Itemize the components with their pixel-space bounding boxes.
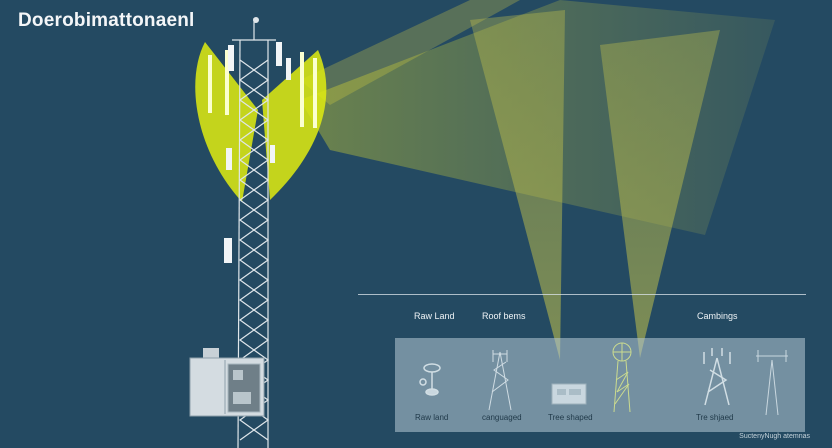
antenna-panel: [224, 238, 232, 263]
tower-types-panel: [395, 338, 805, 432]
coverage-beams: [300, 0, 775, 360]
equipment-cabinet: [189, 348, 265, 417]
antenna-panel: [270, 145, 275, 163]
label-raw-land: Raw land: [415, 413, 449, 422]
beam-down-left: [470, 10, 565, 360]
antenna-panel: [226, 148, 232, 170]
header-cambings: Cambings: [697, 311, 738, 321]
antenna-bar: [313, 58, 317, 128]
glow-right-icon: [262, 50, 327, 200]
page-title: Doerobimattonaenl: [18, 10, 195, 31]
antenna-panel: [228, 45, 234, 71]
beam-down-right: [600, 30, 720, 358]
sector-glow: [195, 42, 327, 202]
header-roof: Roof bems: [482, 311, 526, 321]
antenna-bar: [300, 52, 304, 127]
antenna-bar: [225, 50, 229, 115]
antenna-bar: [208, 55, 212, 113]
header-raw-land: Raw Land: [414, 311, 455, 321]
label-stealth: Tre shjaed: [696, 413, 734, 422]
credit-text: SuctenyNugh atemnas: [739, 433, 810, 440]
beam-upper: [300, 0, 520, 105]
lightning-rod-icon: [253, 17, 259, 23]
label-camouflaged: canguaged: [482, 413, 522, 422]
antenna-panel: [276, 42, 282, 66]
label-tree-shaped: Tree shaped: [548, 413, 593, 422]
antenna-panel: [286, 58, 291, 80]
section-divider: [358, 294, 806, 295]
